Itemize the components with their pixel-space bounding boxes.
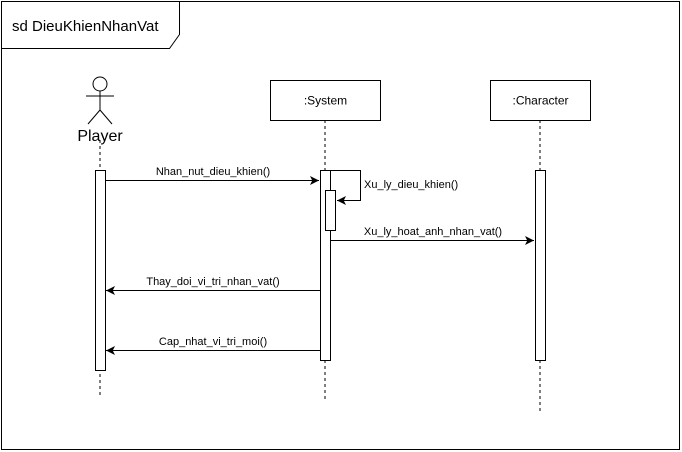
system-box [270,80,381,121]
player-activation [95,170,106,371]
message-label-m4: Thay_doi_vi_tri_nhan_vat() [146,276,279,288]
message-label-m3: Xu_ly_hoat_anh_nhan_vat() [364,226,502,238]
message-label-m2: Xu_ly_dieu_khien() [364,179,458,191]
character-activation [535,170,546,361]
message-label-m5: Cap_nhat_vi_tri_moi() [159,336,267,348]
player-label: Player [77,128,123,145]
character-box [490,80,591,121]
frame-tab [1,1,180,49]
system-activation [320,170,331,361]
player-actor-icon [86,76,114,125]
system-label: :System [304,94,347,108]
system-nested-activation [325,190,336,231]
frame-title: sd DieuKhienNhanVat [12,18,159,35]
message-arrow-m2 [331,170,361,205]
message-label-m1: Nhan_nut_dieu_khien() [156,166,270,178]
character-label: :Character [512,94,568,108]
